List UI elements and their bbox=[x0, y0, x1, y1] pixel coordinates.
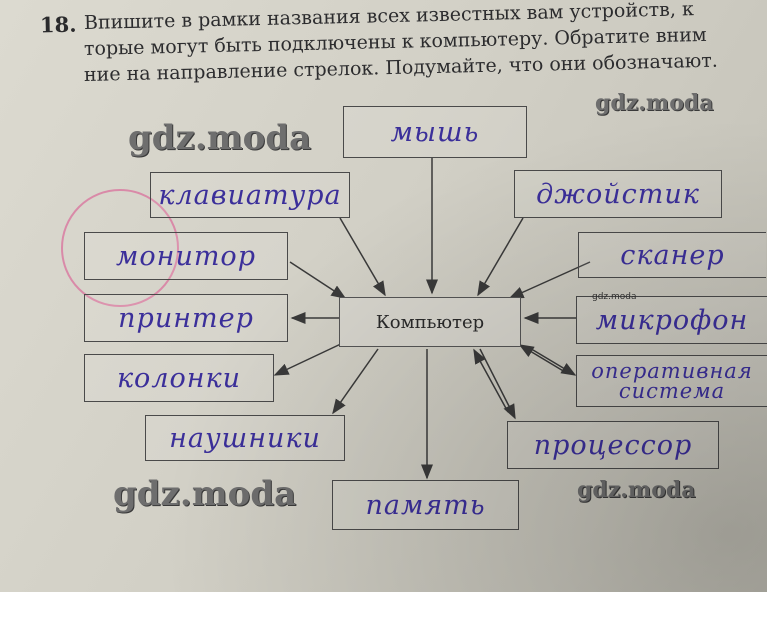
handwritten-microphone: микрофон bbox=[595, 304, 749, 336]
arrow-computer-to-speakers bbox=[273, 341, 346, 376]
box-memory: память bbox=[332, 480, 519, 530]
handwritten-processor: процессор bbox=[533, 429, 693, 461]
handwritten-mouse: мышь bbox=[390, 116, 480, 148]
box-speakers: колонки bbox=[84, 354, 274, 402]
watermark-small: gdz.moda bbox=[592, 292, 637, 302]
watermark-bottom-left: gdz.moda bbox=[113, 474, 297, 514]
handwritten-memory: память bbox=[365, 489, 486, 521]
box-printer: принтер bbox=[84, 294, 288, 342]
watermark-top-left: gdz.moda bbox=[128, 118, 312, 158]
handwritten-ram: оперативная система bbox=[577, 356, 767, 406]
box-joystick: джойстик bbox=[514, 170, 722, 218]
pink-circle-mark bbox=[61, 189, 179, 307]
handwritten-scanner: сканер bbox=[620, 239, 725, 271]
handwritten-printer: принтер bbox=[118, 302, 254, 334]
arrow-keyboard-to-computer bbox=[339, 217, 386, 297]
handwritten-ram-line-2: система bbox=[618, 379, 726, 403]
watermark-top-right: gdz.moda bbox=[595, 90, 714, 116]
box-ram: оперативная система bbox=[576, 355, 767, 407]
arrow-computer-to-headphones bbox=[332, 348, 379, 415]
arrow-processor-to-computer bbox=[473, 348, 509, 413]
handwritten-monitor: монитор bbox=[116, 240, 256, 272]
box-mouse: мышь bbox=[343, 106, 527, 158]
handwritten-joystick: джойстик bbox=[536, 178, 700, 210]
box-scanner: сканер bbox=[578, 232, 766, 278]
arrow-computer-to-processor bbox=[479, 348, 516, 420]
textbook-page-photo: 18. Впишите в рамки названия всех извест… bbox=[0, 0, 767, 592]
box-monitor: монитор bbox=[84, 232, 288, 280]
box-keyboard: клавиатура bbox=[150, 172, 350, 218]
box-headphones: наушники bbox=[145, 415, 345, 461]
arrow-monitor-to-computer bbox=[289, 261, 347, 299]
computer-box: Компьютер bbox=[339, 297, 521, 347]
arrow-ram-to-computer bbox=[518, 344, 566, 373]
arrow-computer-to-ram bbox=[527, 346, 577, 376]
handwritten-headphones: наушники bbox=[169, 422, 321, 454]
arrow-joystick-to-computer bbox=[477, 217, 524, 297]
diagram-arrows bbox=[61, 158, 591, 480]
watermark-bottom-right: gdz.moda bbox=[577, 477, 696, 503]
box-microphone: микрофон bbox=[576, 296, 767, 344]
box-processor: процессор bbox=[507, 421, 719, 469]
arrow-scanner-to-computer bbox=[508, 261, 591, 299]
handwritten-keyboard: клавиатура bbox=[158, 179, 342, 211]
handwritten-ram-line-1: оперативная bbox=[591, 359, 753, 383]
handwritten-speakers: колонки bbox=[116, 362, 242, 394]
